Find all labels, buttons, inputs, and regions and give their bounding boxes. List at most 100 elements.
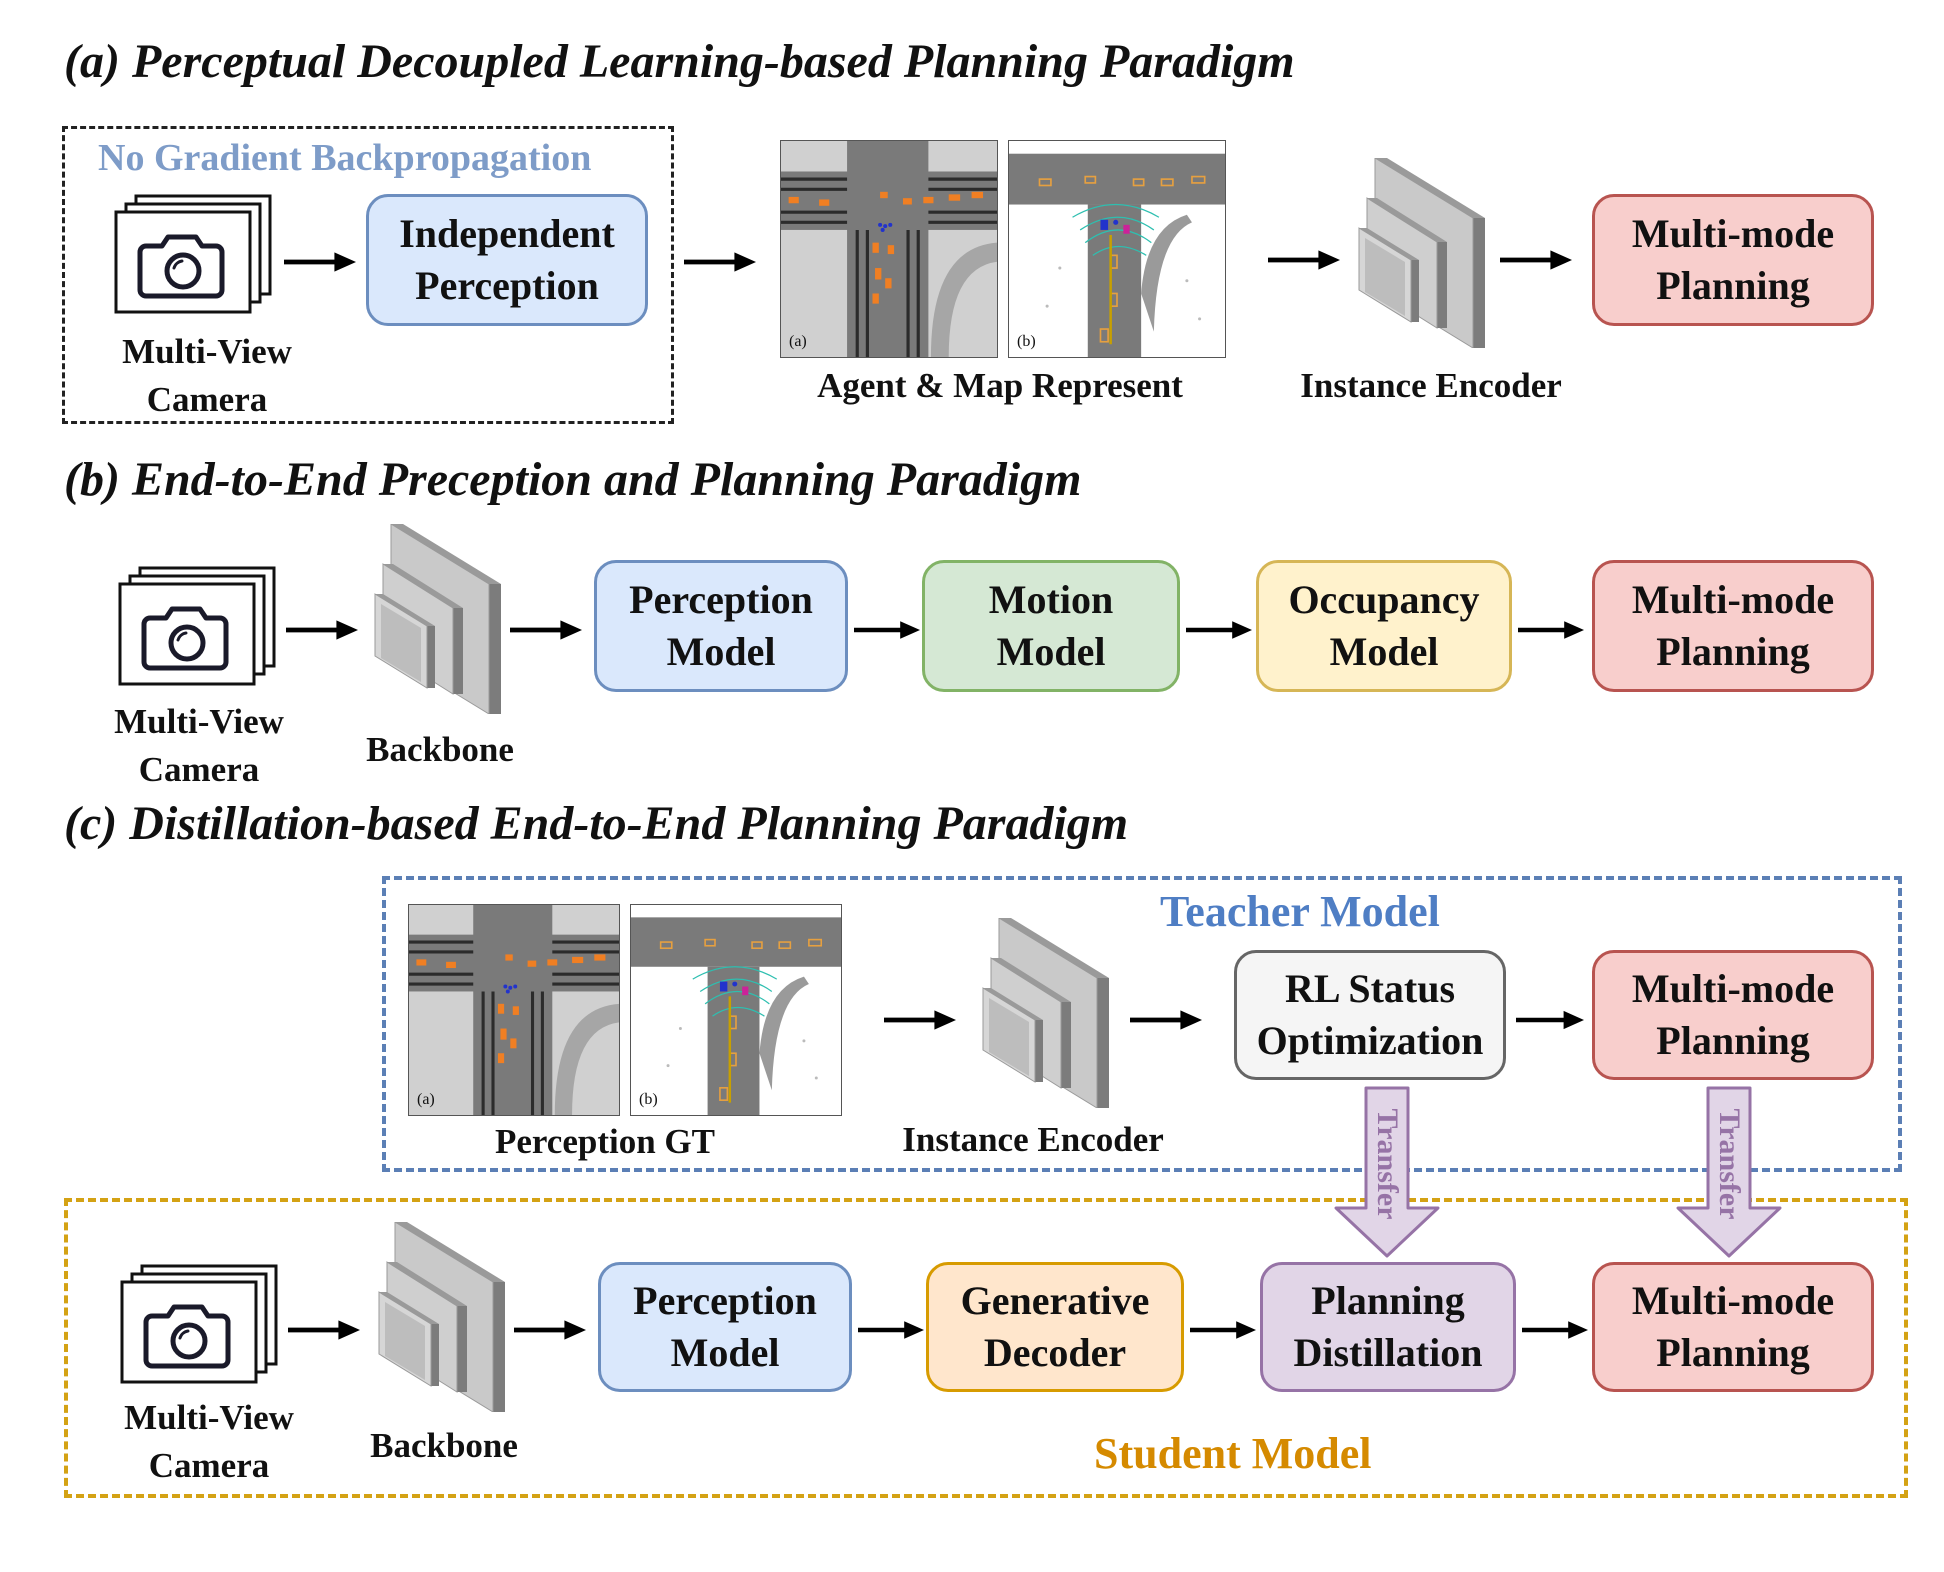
box-label-line: Perception [629,577,813,622]
camera-label-b: Multi-View Camera [88,698,310,795]
box-label-line: Optimization [1256,1018,1484,1063]
box-label-line: Multi-mode [1631,966,1835,1011]
right-arrow-icon [1268,248,1340,272]
map-render [631,905,841,1115]
multimode-planning-box-b: Multi-mode Planning [1592,560,1874,692]
multimode-planning-box-a: Multi-mode Planning [1592,194,1874,326]
instance-encoder-label-a: Instance Encoder [1300,366,1562,405]
transfer-arrow-1: Transfer [1332,1086,1442,1258]
no-gradient-label: No Gradient Backpropagation [98,137,592,179]
camera-icon [118,1258,278,1390]
teacher-label: Teacher Model [1160,887,1440,936]
box-label-line: Planning [1656,1330,1810,1375]
map-tag: (b) [639,1091,658,1108]
box-label-line: Decoder [983,1330,1127,1375]
student-region [64,1198,1908,1498]
no-gradient-region [62,126,674,424]
instance-encoder-label-c: Instance Encoder [902,1120,1164,1159]
map-tag: (a) [789,333,807,350]
camera-label-line: Multi-View [124,1398,294,1437]
multimode-planning-box-student: Multi-mode Planning [1592,1262,1874,1392]
right-arrow-icon [288,1318,360,1342]
perception-gt-label: Perception GT [494,1122,715,1161]
independent-perception-box: Independent Perception [366,194,648,326]
right-arrow-icon [286,618,358,642]
transfer-label: Transfer [1371,1108,1404,1220]
camera-label-line: Multi-View [114,702,284,741]
right-arrow-icon [884,1008,956,1032]
right-arrow-icon [284,250,356,274]
camera-label-line: Camera [148,1446,270,1486]
map-tag: (b) [1017,333,1036,350]
right-arrow-icon [1190,1318,1256,1342]
encoder-blocks-icon [376,1222,508,1412]
box-label-line: Model [666,629,776,674]
box-label-line: Perception [633,1278,817,1323]
right-arrow-icon [514,1318,586,1342]
right-arrow-icon [684,250,756,274]
right-arrow-icon [1130,1008,1202,1032]
perception-gt-image-b: (b) [630,904,842,1116]
box-label-line: Planning [1656,629,1810,674]
right-arrow-icon [1500,248,1572,272]
right-arrow-icon [1516,1008,1584,1032]
perception-model-box-b: Perception Model [594,560,848,692]
backbone-label-b: Backbone [366,730,514,769]
box-label-line: Multi-mode [1631,1278,1835,1323]
box-label-line: RL Status [1284,966,1456,1011]
box-label-line: Occupancy [1288,577,1480,622]
box-label-line: Multi-mode [1631,211,1835,256]
camera-label-line: Camera [146,380,268,420]
agent-map-image-a: (a) [780,140,998,358]
right-arrow-icon [1518,618,1584,642]
box-label-line: Motion [988,577,1114,622]
encoder-blocks-icon [1356,158,1488,348]
right-arrow-icon [1186,618,1252,642]
agent-map-image-b: (b) [1008,140,1226,358]
backbone-label-c: Backbone [370,1426,518,1465]
transfer-arrow-icon [1676,1086,1782,1258]
box-label-line: Generative [960,1278,1150,1323]
right-arrow-icon [510,618,582,642]
transfer-arrow-icon [1334,1086,1440,1258]
camera-label-line: Multi-View [122,332,292,371]
section-c-title: (c) Distillation-based End-to-End Planni… [64,797,1129,850]
occupancy-model-box: Occupancy Model [1256,560,1512,692]
encoder-blocks-icon [980,918,1112,1108]
teacher-region [382,876,1902,1172]
maps-label-a: Agent & Map Represent [817,366,1183,405]
camera-label-a: Multi-View Camera [96,328,318,425]
motion-model-box: Motion Model [922,560,1180,692]
camera-label-line: Camera [138,750,260,790]
right-arrow-icon [858,1318,924,1342]
section-b-title: (b) End-to-End Preception and Planning P… [64,453,1082,506]
box-label-line: Multi-mode [1631,577,1835,622]
box-label-line: Model [996,629,1106,674]
box-label-line: Distillation [1293,1330,1483,1375]
planning-distillation-box: Planning Distillation [1260,1262,1516,1392]
map-render [781,141,997,357]
transfer-label: Transfer [1713,1108,1746,1220]
box-label-line: Independent [399,211,615,256]
box-label-line: Planning [1656,263,1810,308]
section-a-title: (a) Perceptual Decoupled Learning-based … [64,35,1295,88]
right-arrow-icon [1522,1318,1588,1342]
student-label: Student Model [1094,1429,1372,1478]
map-render [409,905,619,1115]
generative-decoder-box: Generative Decoder [926,1262,1184,1392]
box-label-line: Model [670,1330,780,1375]
perception-gt-image-a: (a) [408,904,620,1116]
box-label-line: Planning [1656,1018,1810,1063]
box-label-line: Model [1329,629,1439,674]
camera-icon [116,560,276,692]
rl-status-optimization-box: RL Status Optimization [1234,950,1506,1080]
right-arrow-icon [854,618,920,642]
box-label-line: Perception [415,263,599,308]
encoder-blocks-icon [372,524,504,714]
map-render [1009,141,1225,357]
camera-label-c: Multi-View Camera [98,1394,320,1491]
multimode-planning-box-teacher: Multi-mode Planning [1592,950,1874,1080]
map-tag: (a) [417,1091,435,1108]
box-label-line: Planning [1311,1278,1465,1323]
camera-icon [112,188,272,320]
